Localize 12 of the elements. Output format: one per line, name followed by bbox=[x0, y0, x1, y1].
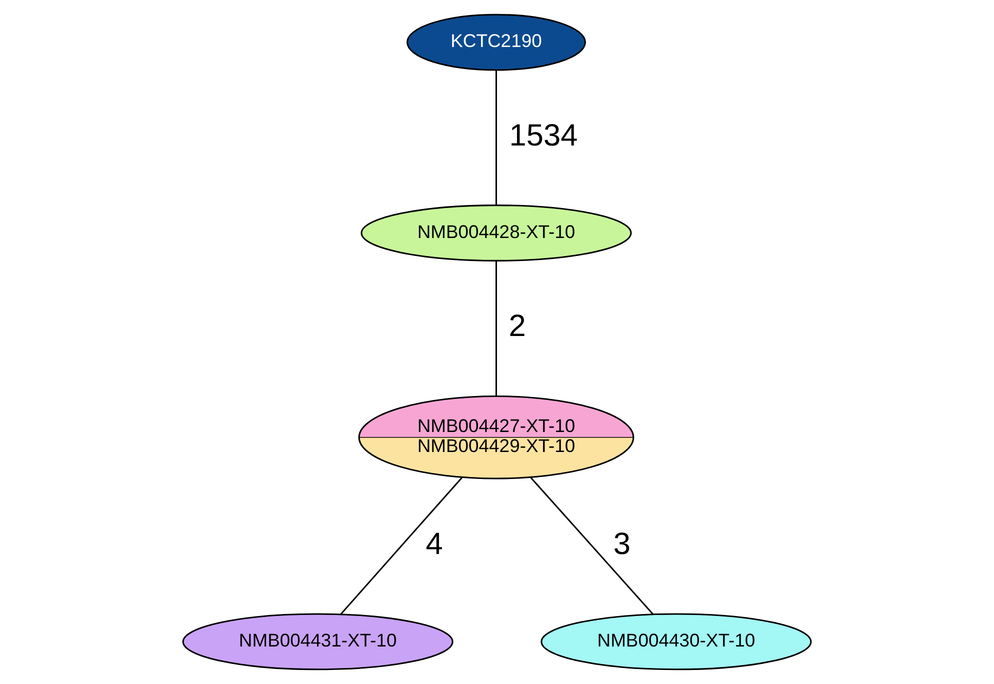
connector bbox=[495, 260, 497, 396]
edge-label: 3 bbox=[613, 526, 630, 562]
node-ellipse: NMB004431-XT-10 bbox=[182, 613, 454, 670]
edge-label: 2 bbox=[508, 308, 526, 344]
connector bbox=[340, 477, 462, 615]
connector bbox=[495, 70, 497, 206]
edge-label: 1534 bbox=[509, 117, 578, 152]
connector bbox=[530, 477, 654, 615]
edge-label: 4 bbox=[426, 526, 443, 562]
node-ellipse: NMB004430-XT-10 bbox=[540, 613, 812, 670]
node-ellipse: NMB004428-XT-10 bbox=[360, 204, 632, 262]
node-ellipse: KCTC2190 bbox=[406, 14, 586, 71]
